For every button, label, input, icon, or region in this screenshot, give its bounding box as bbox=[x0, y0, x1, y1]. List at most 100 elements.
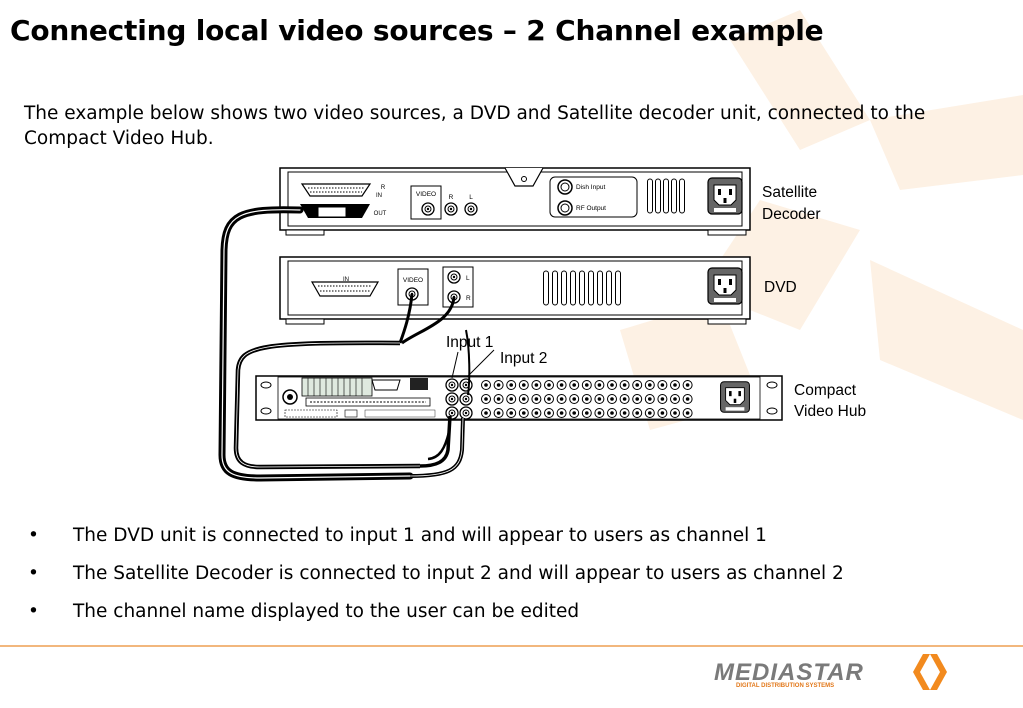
rf-output-label: RF Output bbox=[576, 205, 606, 212]
satellite-name-line2: Decoder bbox=[762, 206, 821, 223]
satellite-name-line1: Satellite bbox=[762, 184, 817, 201]
hub-jack-icon bbox=[657, 380, 668, 390]
hub-jack-icon bbox=[682, 380, 693, 390]
hub-jack-icon bbox=[544, 394, 554, 404]
hub-jack-icon bbox=[493, 408, 504, 418]
hub-jack-icon bbox=[556, 394, 567, 404]
hub-jack-icon bbox=[632, 408, 643, 418]
dvd-to-hub-cable bbox=[233, 293, 471, 470]
bullet-symbol: • bbox=[28, 601, 39, 622]
intro-paragraph: The example below shows two video source… bbox=[24, 103, 926, 149]
bullet-text: The Satellite Decoder is connected to in… bbox=[73, 563, 844, 584]
hub-jack-icon bbox=[581, 394, 592, 404]
dvd-video-label: VIDEO bbox=[403, 277, 423, 284]
hub-power-socket-icon bbox=[720, 381, 750, 413]
rf-output-icon bbox=[557, 200, 573, 216]
hub-jack-icon bbox=[556, 380, 567, 390]
hub-jack-icon bbox=[594, 380, 605, 390]
hub-jack-icon bbox=[670, 394, 680, 404]
hub-jack-icon bbox=[644, 380, 655, 390]
hub-jack-icon bbox=[481, 394, 491, 404]
satellite-audio-r-label: R bbox=[449, 194, 454, 201]
hub-jack-icon bbox=[506, 408, 517, 418]
hub-jack-icon bbox=[682, 408, 693, 418]
dvd-in-label: IN bbox=[343, 277, 349, 283]
hub-jack-icon bbox=[481, 380, 491, 390]
footer-divider bbox=[0, 645, 1023, 647]
dvd-audio-l-jack-icon bbox=[447, 270, 461, 284]
dvd-name: DVD bbox=[764, 279, 797, 296]
bullet-item: • The channel name displayed to the user … bbox=[28, 599, 844, 637]
hub-jack-icon bbox=[493, 380, 504, 390]
hub-jack-icon bbox=[518, 380, 529, 390]
hub-name-line2: Video Hub bbox=[794, 403, 866, 420]
input-1-label: Input 1 bbox=[446, 334, 493, 351]
hub-jack-icon bbox=[581, 380, 592, 390]
hub-jack-icon bbox=[531, 394, 542, 404]
hub-input-jack-icon bbox=[459, 406, 473, 420]
logo-name: MEDIASTAR bbox=[714, 659, 864, 686]
hub-jack-icon bbox=[607, 380, 617, 390]
bullet-symbol: • bbox=[28, 563, 39, 584]
hub-jack-icon bbox=[506, 380, 517, 390]
dvd-l-label: L bbox=[466, 275, 470, 282]
dvd-unit: IN VIDEO L R DVD bbox=[279, 256, 797, 325]
hub-jack-icon bbox=[544, 408, 554, 418]
hub-name-line1: Compact bbox=[794, 382, 857, 399]
satellite-decoder-unit: R IN OUT VIDEO R L Dish Input RF Output … bbox=[279, 167, 821, 236]
logo-star-icon bbox=[913, 654, 947, 690]
hub-input-jack-icon bbox=[459, 378, 473, 392]
hub-jack-icon bbox=[594, 394, 605, 404]
hub-jack-icon bbox=[518, 394, 529, 404]
hub-jack-icon bbox=[682, 394, 693, 404]
hub-jack-icon bbox=[581, 408, 592, 418]
hub-jack-icon bbox=[531, 408, 542, 418]
satellite-audio-l-label: L bbox=[469, 194, 473, 201]
dish-input-icon bbox=[557, 179, 573, 195]
bullet-symbol: • bbox=[28, 525, 39, 546]
hub-input-jack-icon bbox=[445, 406, 459, 420]
hub-input-jack-icon bbox=[445, 392, 459, 406]
satellite-out-label: OUT bbox=[374, 211, 387, 217]
bullet-item: • The Satellite Decoder is connected to i… bbox=[28, 561, 844, 599]
bullet-text: The DVD unit is connected to input 1 and… bbox=[73, 525, 767, 546]
hub-jack-icon bbox=[531, 380, 542, 390]
hub-jack-icon bbox=[607, 394, 617, 404]
dvd-vent-icon bbox=[543, 270, 621, 306]
hub-jack-icon bbox=[644, 408, 655, 418]
hub-jack-icon bbox=[619, 394, 630, 404]
hub-jack-icon bbox=[657, 394, 668, 404]
logo-tagline: DIGITAL DISTRIBUTION SYSTEMS bbox=[736, 683, 834, 689]
page-title: Connecting local video sources – 2 Chann… bbox=[10, 14, 824, 47]
hub-jack-icon bbox=[506, 394, 517, 404]
satellite-power-socket-icon bbox=[707, 177, 743, 215]
hub-input-jack-icon bbox=[445, 378, 459, 392]
bullet-text: The channel name displayed to the user c… bbox=[73, 601, 580, 622]
hub-jack-icon bbox=[619, 408, 630, 418]
hub-jack-icon bbox=[619, 380, 630, 390]
hub-jack-icon bbox=[544, 380, 554, 390]
satellite-r-label: R bbox=[381, 185, 386, 191]
hub-jack-icon bbox=[644, 394, 655, 404]
hub-jack-icon bbox=[569, 394, 580, 404]
satellite-audio-r-jack-icon bbox=[444, 202, 458, 216]
hub-input-jack-icon bbox=[459, 392, 473, 406]
hub-jack-icon bbox=[657, 408, 668, 418]
bullet-list: • The DVD unit is connected to input 1 an… bbox=[28, 523, 844, 637]
hub-jack-icon bbox=[481, 408, 491, 418]
hub-jack-icon bbox=[632, 380, 643, 390]
hub-jack-icon bbox=[632, 394, 643, 404]
satellite-video-jack-icon bbox=[421, 202, 435, 216]
satellite-video-label: VIDEO bbox=[416, 191, 436, 198]
scart-cable bbox=[218, 206, 414, 482]
hub-jack-icon bbox=[594, 408, 605, 418]
hub-jack-icon bbox=[518, 408, 529, 418]
hub-jack-icon bbox=[556, 408, 567, 418]
dish-input-label: Dish Input bbox=[576, 184, 605, 191]
hub-jack-icon bbox=[569, 408, 580, 418]
hub-jack-icon bbox=[670, 408, 680, 418]
satellite-audio-l-jack-icon bbox=[464, 202, 478, 216]
hub-jack-icon bbox=[607, 408, 617, 418]
hub-jack-icon bbox=[569, 380, 580, 390]
